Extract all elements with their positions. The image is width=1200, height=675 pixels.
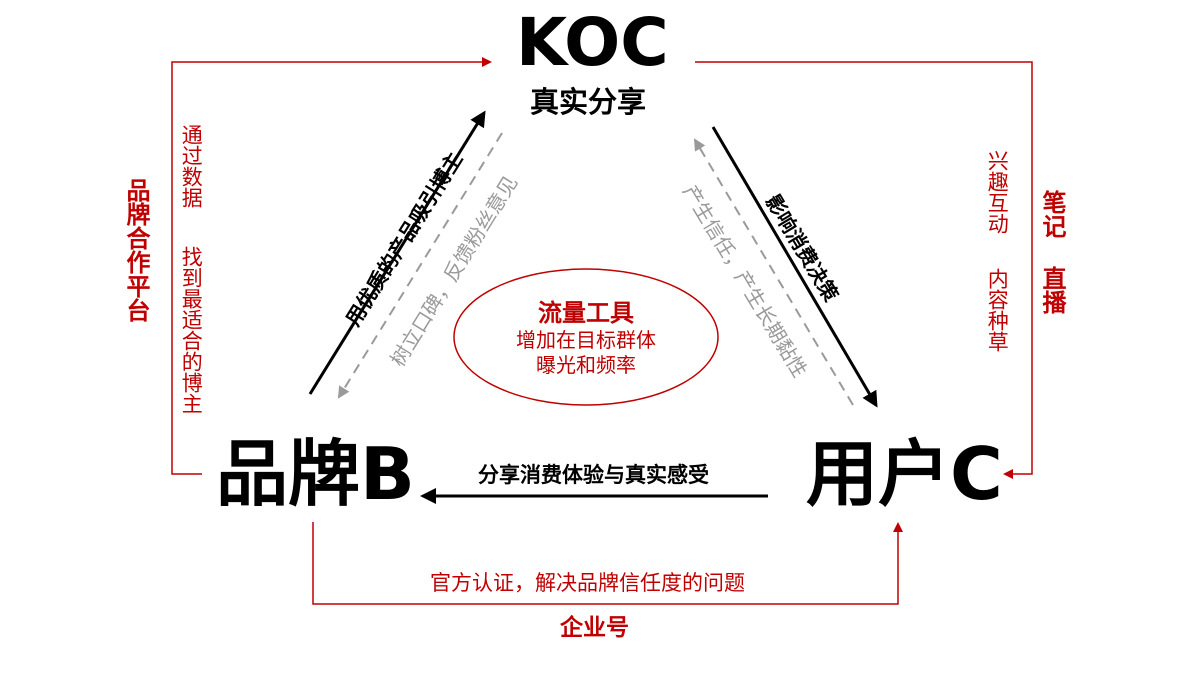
user-title: 用户C <box>806 432 1003 516</box>
bottom-loop-note: 官方认证，解决品牌信任度的问题 <box>430 571 745 595</box>
center-text: 流量工具 增加在目标群体 曝光和频率 <box>476 298 696 378</box>
koc-title: KOC <box>516 4 669 81</box>
right-loop-note-col1: 兴趣互动 <box>985 150 1010 234</box>
brand-to-koc-arrow <box>308 110 486 395</box>
right-loop-note-col2: 内容种草 <box>985 268 1010 352</box>
center-line1: 增加在目标群体 <box>516 328 656 352</box>
koc-subtitle: 真实分享 <box>530 85 647 119</box>
center-title: 流量工具 <box>538 299 634 327</box>
center-ellipse <box>453 268 719 406</box>
user-to-brand-label: 分享消费体验与真实感受 <box>478 463 709 487</box>
right-loop-label: 笔记 直播 <box>1038 190 1066 314</box>
bottom-loop-label: 企业号 <box>560 615 629 641</box>
left-loop-line <box>171 57 492 475</box>
left-loop-note-col1: 通过数据 <box>179 124 204 208</box>
left-loop-note-col2: 找到最适合的博主 <box>179 246 204 414</box>
koc-to-user-arrow <box>711 126 878 408</box>
bottom-loop-line <box>312 522 903 605</box>
brand-title: 品牌B <box>216 432 415 516</box>
right-loop-line <box>695 61 1033 479</box>
koc-to-brand-feedback-arrow <box>337 132 503 399</box>
left-loop-label: 品牌合作平台 <box>122 178 150 322</box>
user-to-koc-trust-arrow <box>693 138 854 406</box>
center-line2: 曝光和频率 <box>536 353 636 377</box>
